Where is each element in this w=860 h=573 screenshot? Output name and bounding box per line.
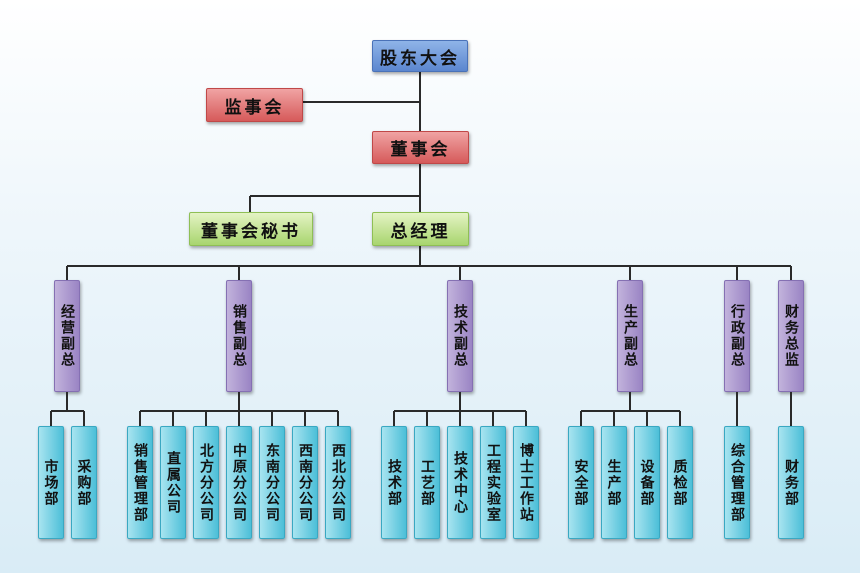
- department-box-1-1: 直属公司: [160, 426, 186, 539]
- connector-dept-3-1: [612, 411, 615, 426]
- department-box-2-2: 技术中心: [447, 426, 473, 539]
- department-box-1-2: 北方分公司: [193, 426, 219, 539]
- connector-vp-0-dept-bar: [50, 410, 84, 412]
- connector-dept-2-4: [525, 411, 527, 426]
- connector-vp-2-top: [459, 266, 461, 280]
- board-secretary-box: 董事会秘书: [189, 212, 313, 246]
- connector-dept-3-3: [678, 411, 681, 426]
- vp-box-1: 销售副总: [226, 280, 252, 392]
- department-box-1-6: 西北分公司: [325, 426, 351, 539]
- connector-dept-2-2: [459, 411, 461, 426]
- department-box-1-4: 东南分公司: [259, 426, 285, 539]
- supervisory-board-box: 监事会: [206, 88, 303, 122]
- vp-box-2: 技术副总: [447, 280, 473, 392]
- connector-dept-0-0: [49, 411, 52, 426]
- department-box-5-0: 财务部: [778, 426, 804, 539]
- connector-gm-down: [419, 246, 421, 266]
- connector-dept-3-0: [579, 411, 582, 426]
- department-box-3-1: 生产部: [600, 426, 627, 539]
- connector-secretary: [249, 196, 251, 212]
- connector-vp-4-down: [736, 392, 738, 426]
- department-box-3-3: 质检部: [666, 426, 693, 539]
- department-box-2-3: 工程实验室: [480, 426, 506, 539]
- connector-dept-1-5: [304, 411, 306, 426]
- department-box-2-0: 技术部: [381, 426, 407, 539]
- department-box-1-3: 中原分公司: [226, 426, 252, 539]
- connector-vp-0-down: [66, 392, 68, 411]
- connector-vp-bar: [67, 265, 791, 267]
- connector-dept-2-1: [426, 411, 428, 426]
- connector-vp-3-dept-bar: [580, 410, 680, 412]
- connector-vp-3-down: [629, 392, 631, 411]
- shareholders-meeting-box: 股东大会: [372, 40, 468, 72]
- connector-vp-2-down: [459, 392, 461, 411]
- department-box-2-1: 工艺部: [414, 426, 440, 539]
- connector-dept-0-1: [82, 411, 85, 426]
- connector-vp-4-top: [736, 266, 738, 280]
- connector-dept-1-0: [139, 411, 141, 426]
- department-box-3-0: 安全部: [567, 426, 594, 539]
- vp-box-3: 生产副总: [617, 280, 643, 392]
- board-of-directors-box: 董事会: [372, 131, 469, 164]
- connector-dept-2-0: [393, 411, 395, 426]
- department-box-1-5: 西南分公司: [292, 426, 318, 539]
- connector-board-split: [250, 195, 420, 197]
- department-box-0-0: 市场部: [37, 426, 64, 539]
- connector-vp-5-down: [790, 392, 792, 426]
- department-box-3-2: 设备部: [633, 426, 660, 539]
- connector-vp-0-top: [66, 266, 68, 280]
- vp-box-0: 经营副总: [54, 280, 80, 392]
- department-box-2-4: 博士工作站: [513, 426, 539, 539]
- connector-vp-3-top: [629, 266, 631, 280]
- department-box-0-1: 采购部: [70, 426, 97, 539]
- connector-dept-3-2: [645, 411, 648, 426]
- connector-gm-top: [419, 196, 421, 212]
- connector-dept-1-2: [205, 411, 207, 426]
- department-box-1-0: 销售管理部: [127, 426, 153, 539]
- department-box-4-0: 综合管理部: [724, 426, 750, 539]
- connector-supervisory: [303, 101, 420, 103]
- vp-box-5: 财务总监: [778, 280, 804, 392]
- connector-board-down: [419, 164, 421, 196]
- connector-dept-1-6: [337, 411, 339, 426]
- general-manager-box: 总经理: [372, 212, 469, 246]
- connector-vp-1-down: [238, 392, 240, 411]
- connector-vp-1-top: [238, 266, 240, 280]
- connector-dept-1-1: [172, 411, 174, 426]
- connector-shareholders-board: [419, 72, 421, 132]
- connector-dept-1-4: [271, 411, 273, 426]
- vp-box-4: 行政副总: [724, 280, 750, 392]
- connector-vp-5-top: [790, 266, 792, 280]
- connector-dept-1-3: [238, 411, 240, 426]
- connector-dept-2-3: [492, 411, 494, 426]
